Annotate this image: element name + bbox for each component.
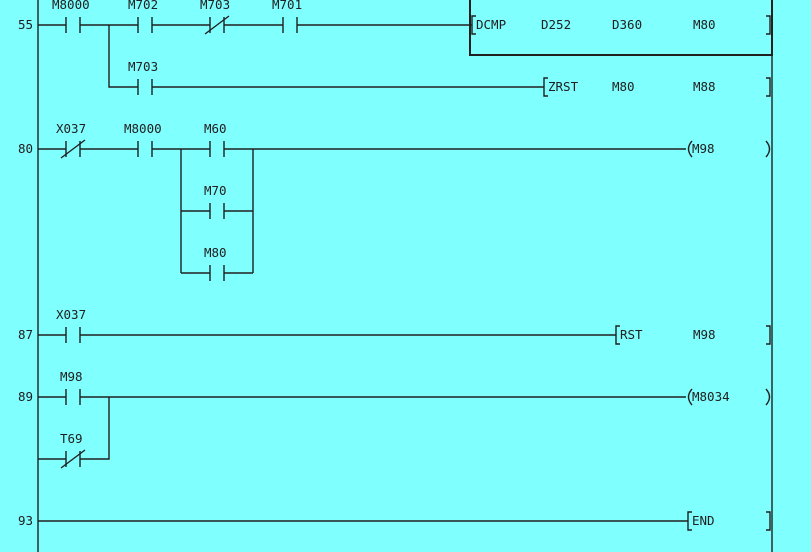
rung-87[interactable]: X037 RST M98 <box>38 307 771 345</box>
coil-label: M8034 <box>692 389 730 404</box>
instruction-arg: M98 <box>693 327 716 342</box>
instruction-op: RST <box>620 327 643 342</box>
contact-label: M8000 <box>52 0 90 12</box>
coil-label: M98 <box>692 141 715 156</box>
coil[interactable]: M8034 <box>687 388 771 406</box>
open-bracket <box>543 77 548 97</box>
close-bracket <box>766 77 771 97</box>
instruction-arg: M88 <box>693 79 716 94</box>
instruction-op: DCMP <box>476 17 506 32</box>
contact-label: X037 <box>56 307 86 322</box>
branch-wire <box>108 25 138 88</box>
contact-no[interactable] <box>65 389 81 405</box>
contact-no[interactable] <box>137 79 153 95</box>
wire <box>80 397 110 460</box>
contact-label: M701 <box>272 0 302 12</box>
coil[interactable]: M98 <box>687 140 771 158</box>
coil-left-arc <box>687 140 693 158</box>
coil-left-arc <box>687 388 693 406</box>
instruction-arg: D360 <box>612 17 642 32</box>
contact-label: M703 <box>200 0 230 12</box>
contact-label: M60 <box>204 121 227 136</box>
contact-no[interactable] <box>282 17 298 33</box>
contact-label: M703 <box>128 59 158 74</box>
contact-label: M98 <box>60 369 83 384</box>
instruction-dcmp[interactable]: DCMP D252 D360 M80 <box>471 15 771 35</box>
contact-no[interactable] <box>137 141 153 157</box>
contact-no[interactable] <box>137 17 153 33</box>
selection-cursor <box>469 0 773 56</box>
contact-no[interactable] <box>65 327 81 343</box>
contact-no[interactable] <box>65 17 81 33</box>
coil-right-arc <box>765 388 771 406</box>
contact-label: X037 <box>56 121 86 136</box>
rung-55[interactable]: M8000 M702 M703 M701 DCMP D252 D360 M80 <box>38 0 771 97</box>
instruction-op: ZRST <box>548 79 579 94</box>
contact-label: M8000 <box>124 121 162 136</box>
close-bracket <box>766 511 771 531</box>
step-number-80[interactable]: 80 <box>18 141 33 156</box>
open-bracket <box>687 511 692 531</box>
contact-label: M70 <box>204 183 227 198</box>
contact-label: M80 <box>204 245 227 260</box>
step-number-89[interactable]: 89 <box>18 389 33 404</box>
close-bracket <box>766 15 771 35</box>
coil-right-arc <box>765 140 771 158</box>
instruction-op: END <box>692 513 715 528</box>
step-number-87[interactable]: 87 <box>18 327 33 342</box>
instruction-arg: M80 <box>612 79 635 94</box>
close-bracket <box>766 325 771 345</box>
step-number-93[interactable]: 93 <box>18 513 33 528</box>
contact-label: T69 <box>60 431 83 446</box>
contact-no[interactable] <box>209 265 225 281</box>
step-number-55[interactable]: 55 <box>18 17 33 32</box>
instruction-arg: D252 <box>541 17 571 32</box>
rung-80[interactable]: X037 M8000 M60 M70 M80 M98 <box>38 121 771 281</box>
contact-no[interactable] <box>209 141 225 157</box>
instruction-rst[interactable]: RST M98 <box>615 325 771 345</box>
contact-label: M702 <box>128 0 158 12</box>
instruction-arg: M80 <box>693 17 716 32</box>
open-bracket <box>615 325 620 345</box>
contact-no[interactable] <box>209 203 225 219</box>
rung-93[interactable]: END <box>38 511 771 531</box>
instruction-end[interactable]: END <box>687 511 771 531</box>
rung-89[interactable]: M98 T69 M8034 <box>38 369 771 469</box>
instruction-zrst[interactable]: ZRST M80 M88 <box>543 77 771 97</box>
open-bracket <box>471 15 476 35</box>
